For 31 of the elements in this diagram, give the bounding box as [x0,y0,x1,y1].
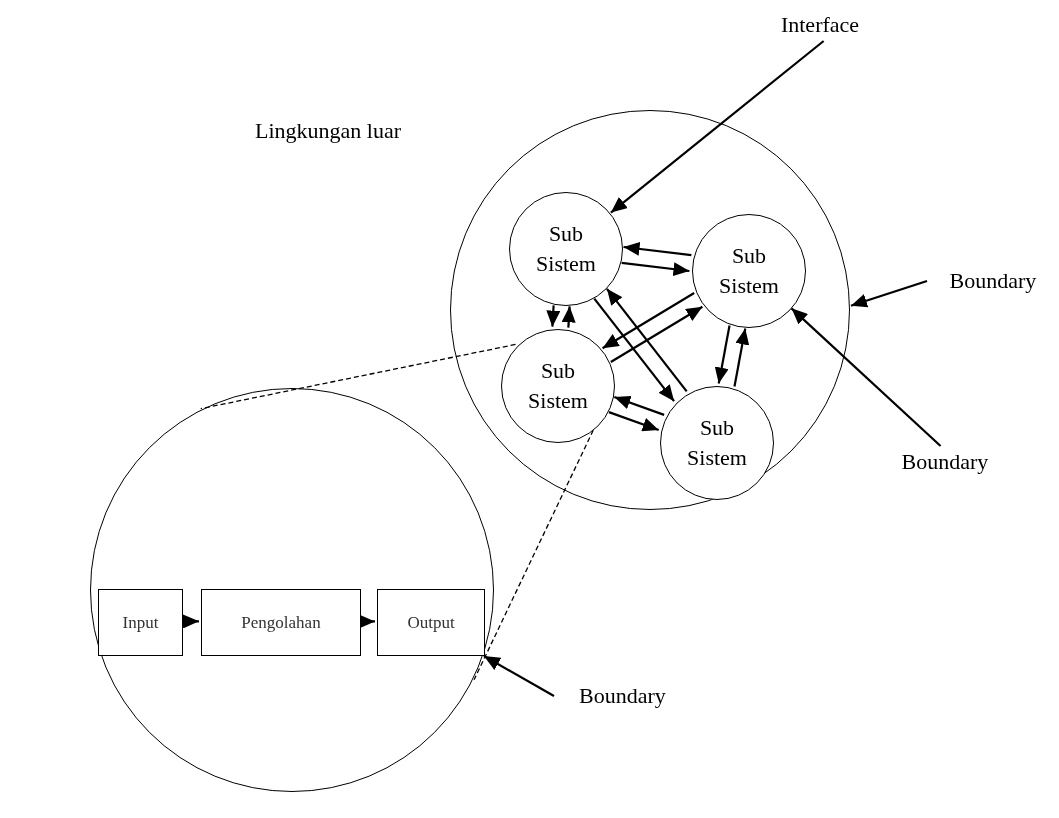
subsystem-circle: Sub Sistem [660,386,774,500]
arrow [561,306,576,328]
dashed-line [200,343,517,410]
arrow [714,325,731,384]
arrow [606,288,688,392]
arrow [733,328,750,387]
arrow [483,655,555,697]
arrow [593,298,675,402]
arrow [610,40,825,214]
arrow [608,411,660,432]
process-box: Input [98,589,183,656]
callout-label: Boundary [928,266,1058,296]
arrow [546,305,561,327]
arrow [610,305,703,363]
arrow [613,395,665,416]
process-box: Pengolahan [201,589,361,656]
arrow [850,279,928,308]
callout-label: Boundary [555,681,690,711]
environment-label: Lingkungan luar [255,117,402,145]
process-box: Output [377,589,485,656]
subsystem-circle: Sub Sistem [692,214,806,328]
callout-label: Boundary [880,447,1010,477]
callout-label: Interface [760,10,880,40]
arrow [621,261,690,277]
arrow [359,614,375,629]
arrow [623,241,692,257]
subsystem-circle: Sub Sistem [509,192,623,306]
arrow [182,614,199,629]
arrow [602,292,695,350]
subsystem-circle: Sub Sistem [501,329,615,443]
arrow [790,307,942,447]
